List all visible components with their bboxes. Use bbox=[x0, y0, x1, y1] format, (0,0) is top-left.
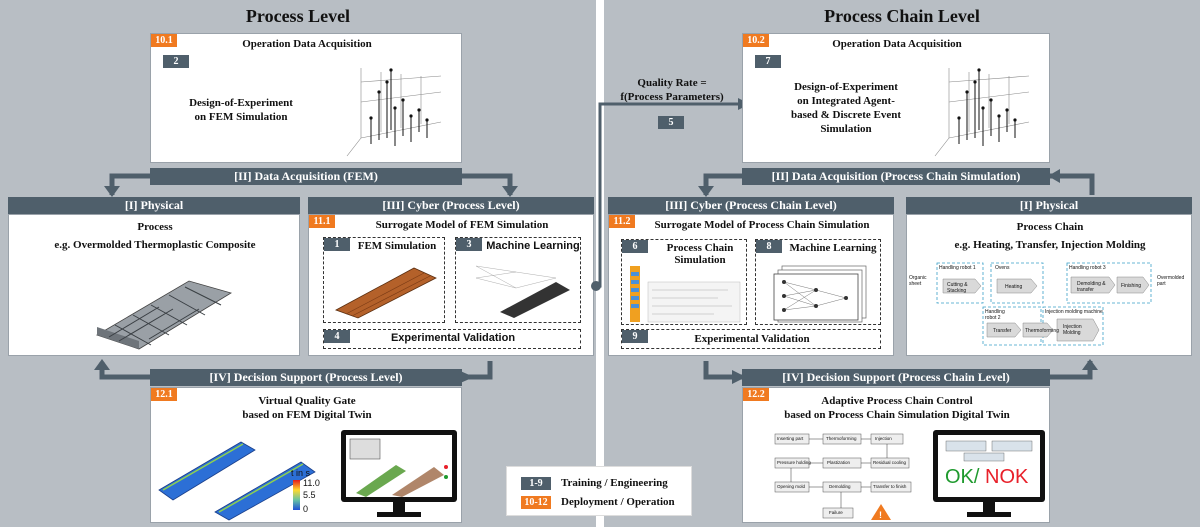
doe-3d-plot bbox=[346, 68, 442, 157]
process-level-title: Process Level bbox=[245, 6, 351, 26]
process-example: e.g. Overmolded Thermoplastic Composite bbox=[54, 239, 256, 251]
monitor-left bbox=[341, 430, 457, 502]
physical-panel-left: Process e.g. Overmolded Thermoplastic Co… bbox=[8, 214, 300, 356]
machine-learning-box-left: 3 Machine Learning bbox=[455, 237, 581, 323]
orange-tag: 10.2 bbox=[743, 34, 769, 47]
quality-rate-text: Quality Rate =f(Process Parameters) bbox=[620, 77, 724, 103]
cyber-header-right: [III] Cyber (Process Chain Level) bbox=[608, 197, 894, 214]
decision-support-header-right: [IV] Decision Support (Process Chain Lev… bbox=[742, 369, 1050, 386]
surrogate-title: Surrogate Model of FEM Simulation bbox=[375, 219, 549, 231]
gray-tag: 5 bbox=[658, 116, 684, 129]
fem-digital-twin-image bbox=[158, 441, 316, 521]
physical-header-left: [I] Physical bbox=[8, 197, 300, 214]
process-chain-diagram: Organic sheet Handling robot 1 Ovens Cut… bbox=[907, 261, 1193, 353]
experimental-validation-box-right: 9 Experimental Validation bbox=[621, 329, 881, 349]
process-chain-example: e.g. Heating, Transfer, Injection Moldin… bbox=[954, 239, 1146, 251]
operation-data-panel-left: 10.1 Operation Data Acquisition 2 Design… bbox=[150, 33, 462, 163]
decision-support-header-left: [IV] Decision Support (Process Level) bbox=[150, 369, 462, 386]
physical-header-right: [I] Physical bbox=[906, 197, 1192, 214]
legend-orange-swatch: 10-12 bbox=[521, 496, 551, 509]
gray-tag: 7 bbox=[755, 55, 781, 68]
legend-gray-swatch: 1-9 bbox=[521, 477, 551, 490]
data-acquisition-header-left: [II] Data Acquisition (FEM) bbox=[150, 168, 462, 185]
fem-mesh-image bbox=[335, 267, 437, 319]
process-chain-level-title: Process Chain Level bbox=[824, 6, 980, 26]
cyber-panel-right: 11.2 Surrogate Model of Process Chain Si… bbox=[608, 214, 894, 356]
neural-net-image bbox=[475, 265, 570, 318]
ok-nok-indicator: OK/ NOK bbox=[945, 466, 1029, 488]
nok-label: NOK bbox=[985, 466, 1029, 488]
simulation-screenshot bbox=[630, 266, 741, 323]
ok-label: OK bbox=[945, 466, 974, 488]
cyber-header-left: [III] Cyber (Process Level) bbox=[308, 197, 594, 214]
svg-text:!: ! bbox=[879, 510, 882, 520]
cyber-panel-left: 11.1 Surrogate Model of FEM Simulation 1… bbox=[308, 214, 594, 356]
orange-tag: 10.1 bbox=[151, 34, 177, 47]
machine-learning-box-right: 8 Machine Learning bbox=[755, 239, 881, 325]
physical-panel-right: Process Chain e.g. Heating, Transfer, In… bbox=[906, 214, 1192, 356]
monitor-right: OK/ NOK bbox=[933, 430, 1045, 502]
legend-title: t in s bbox=[291, 468, 311, 478]
experimental-validation-box-left: 4 Experimental Validation bbox=[323, 329, 581, 349]
panel-title: Operation Data Acquisition bbox=[832, 38, 962, 50]
color-scale-bar bbox=[293, 480, 300, 510]
data-acquisition-header-right: [II] Data Acquisition (Process Chain Sim… bbox=[742, 168, 1050, 185]
gray-tag: 2 bbox=[163, 55, 189, 68]
legend-deployment: Deployment / Operation bbox=[561, 496, 675, 508]
legend: 1-9 Training / Engineering 10-12 Deploym… bbox=[506, 466, 692, 516]
operation-data-panel-right: 10.2 Operation Data Acquisition 7 Design… bbox=[742, 33, 1050, 163]
panel-title: Operation Data Acquisition bbox=[242, 38, 372, 50]
legend-training: Training / Engineering bbox=[561, 477, 668, 489]
control-flowchart: ! Inserting part Thermoforming Injection… bbox=[771, 430, 917, 520]
orange-tag: 12.2 bbox=[743, 388, 769, 401]
orange-tag: 11.1 bbox=[309, 215, 335, 228]
process-title: Process bbox=[137, 221, 173, 233]
left-flow-arrows bbox=[94, 173, 518, 384]
fem-simulation-box: 1 FEM Simulation bbox=[323, 237, 445, 323]
orange-tag: 12.1 bbox=[151, 388, 177, 401]
process-chain-title: Process Chain bbox=[1016, 221, 1084, 233]
doe-3d-plot bbox=[934, 68, 1030, 157]
neural-net-stack-image bbox=[773, 265, 867, 323]
orange-tag: 11.2 bbox=[609, 215, 635, 228]
surrogate-title: Surrogate Model of Process Chain Simulat… bbox=[654, 219, 870, 231]
composite-part-image bbox=[96, 280, 232, 350]
